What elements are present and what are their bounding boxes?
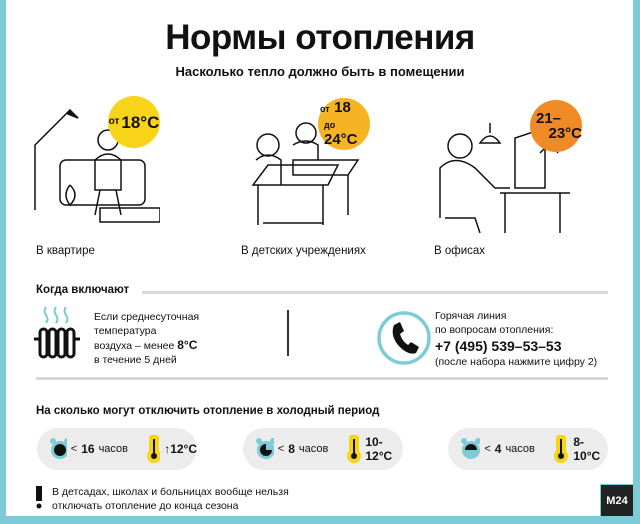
hours-unit: часов	[298, 443, 329, 455]
hours-prefix: <	[484, 443, 491, 455]
hours-prefix: <	[277, 443, 285, 455]
apartment-illustration	[34, 108, 160, 223]
hours-value: 4	[494, 442, 502, 456]
thermometer-icon	[553, 435, 568, 463]
hotline-note: (после набора нажмите цифру 2)	[435, 356, 598, 368]
m24-logo: M24	[600, 484, 634, 517]
thermometer-icon	[147, 435, 161, 463]
alarm-clock-icon	[256, 438, 274, 459]
badge-office: 21– 23°C	[530, 100, 582, 152]
hotline: Горячая линия по вопросам отопления: +7 …	[435, 309, 597, 369]
hotline-title: Горячая линия	[435, 310, 507, 322]
condition-text: Если среднесуточная температура воздуха …	[94, 310, 199, 367]
label-kindergarten: В детских учреждениях	[241, 245, 366, 257]
badge-value-to: 23°C	[548, 125, 582, 142]
hotline-phone[interactable]: +7 (495) 539–53–53	[435, 338, 562, 354]
temp-value: 8-10°C	[573, 435, 601, 463]
badge-value-from: 18	[334, 99, 351, 116]
kindergarten-illustration	[251, 122, 360, 225]
subtitle: Насколько тепло должно быть в помещении	[175, 64, 465, 79]
exclamation-icon	[36, 486, 42, 509]
badge-prefix: от	[320, 104, 330, 114]
hours-prefix: <	[70, 443, 78, 455]
condition-line: в течение 5 дней	[94, 354, 177, 366]
alarm-clock-icon	[461, 438, 481, 459]
hours-value: 16	[81, 442, 95, 456]
badge-prefix: от	[108, 116, 120, 127]
divider	[142, 291, 608, 294]
hours-unit: часов	[98, 443, 129, 455]
condition-line: воздуха – менее	[94, 340, 178, 352]
badge-value-to: 24°C	[324, 131, 358, 148]
warning-line: В детсадах, школах и больницах вообще не…	[52, 486, 289, 498]
temp-value: 10-12°C	[365, 435, 393, 463]
badge-kindergarten: от 18 до 24°C	[318, 98, 370, 150]
hours-unit: часов	[505, 443, 535, 455]
label-apartment: В квартире	[36, 245, 95, 257]
page-title: Нормы отопления	[165, 18, 475, 57]
badge-value: 18°C	[121, 112, 160, 132]
condition-line: Если среднесуточная	[94, 311, 200, 323]
warning-text: В детсадах, школах и больницах вообще не…	[52, 485, 289, 513]
temp-value: ↑12°C	[164, 442, 197, 456]
alarm-clock-icon	[50, 438, 67, 459]
label-office: В офисах	[434, 245, 486, 257]
radiator-icon	[34, 306, 80, 359]
hotline-subtitle: по вопросам отопления:	[435, 324, 554, 336]
section-outage-heading: На сколько могут отключить отопление в х…	[36, 405, 380, 417]
hours-value: 8	[288, 442, 295, 456]
badge-prefix: до	[324, 120, 336, 130]
warning-line: отключать отопление до конца сезона	[52, 500, 239, 512]
condition-temp: 8°C	[177, 338, 198, 352]
thermometer-icon	[347, 435, 362, 463]
condition-line: температура	[94, 325, 157, 337]
phone-icon	[377, 311, 431, 365]
badge-value-from: 21–	[536, 110, 562, 127]
divider	[36, 377, 608, 380]
section-when-heading: Когда включают	[36, 284, 130, 296]
vertical-divider	[287, 310, 289, 356]
